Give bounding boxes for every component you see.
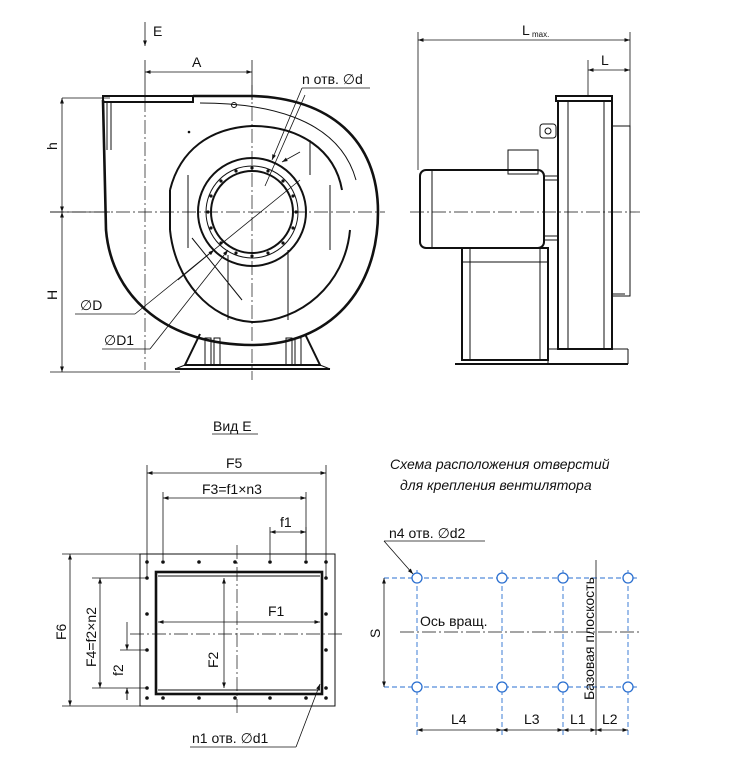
outlet-flange (102, 95, 194, 103)
motor-terminal-box (507, 149, 539, 175)
view-e: Вид Е F5 F3=f1×n3 f1 F6 F4=f2×n2 f2 (53, 418, 345, 748)
dim-Lmax-label: L (522, 22, 530, 38)
view-e-title: Вид Е (213, 418, 252, 434)
motor-body (419, 169, 545, 249)
dim-F1-label: F1 (268, 603, 285, 619)
dim-Lmax-subscript: max. (532, 30, 549, 39)
inlet-holes-label: n отв. ∅d (302, 71, 363, 87)
front-view: E A h H (44, 22, 385, 380)
dim-L-label: L (601, 52, 609, 68)
dim-F4-label: F4=f2×n2 (83, 607, 99, 667)
dim-S-label: S (367, 629, 383, 638)
dim-h-label: h (44, 142, 60, 150)
dim-A-label: A (192, 54, 202, 70)
base-frame (183, 333, 322, 366)
dim-F3-label: F3=f1×n3 (202, 481, 262, 497)
scheme-holes-label: n4 отв. ∅d2 (389, 525, 466, 541)
dim-F5-label: F5 (226, 455, 243, 471)
scheme-title-line1: Схема расположения отверстий (390, 456, 610, 472)
dim-L2-label: L2 (602, 711, 618, 727)
base-plane-label: Базовая плоскость (581, 577, 597, 700)
mounting-scheme: Схема расположения отверстий для креплен… (367, 456, 640, 735)
outlet-flange-holes (145, 560, 328, 700)
dim-L3-label: L3 (524, 711, 540, 727)
dim-L1-label: L1 (570, 711, 586, 727)
dim-H-label: H (44, 290, 60, 300)
dim-F2-label: F2 (205, 651, 221, 668)
motor-support (461, 247, 549, 361)
volute-casing (101, 94, 380, 347)
outlet-flange-plate (139, 553, 336, 707)
mounting-holes (411, 572, 634, 693)
dim-L4-label: L4 (451, 711, 467, 727)
dim-D-label: ∅D (80, 297, 102, 313)
dim-f2-label: f2 (110, 664, 126, 676)
outlet-opening (154, 570, 324, 696)
side-view: L max. L (410, 22, 640, 365)
rotation-axis-label: Ось вращ. (420, 613, 488, 629)
view-e-arrow-label: E (153, 23, 162, 39)
scheme-title-line2: для крепления вентилятора (400, 477, 592, 493)
side-inlet (611, 125, 631, 297)
dim-D1-label: ∅D1 (104, 332, 134, 348)
dim-F6-label: F6 (53, 623, 69, 640)
dim-f1-label: f1 (280, 514, 292, 530)
outlet-holes-label: n1 отв. ∅d1 (192, 730, 269, 746)
